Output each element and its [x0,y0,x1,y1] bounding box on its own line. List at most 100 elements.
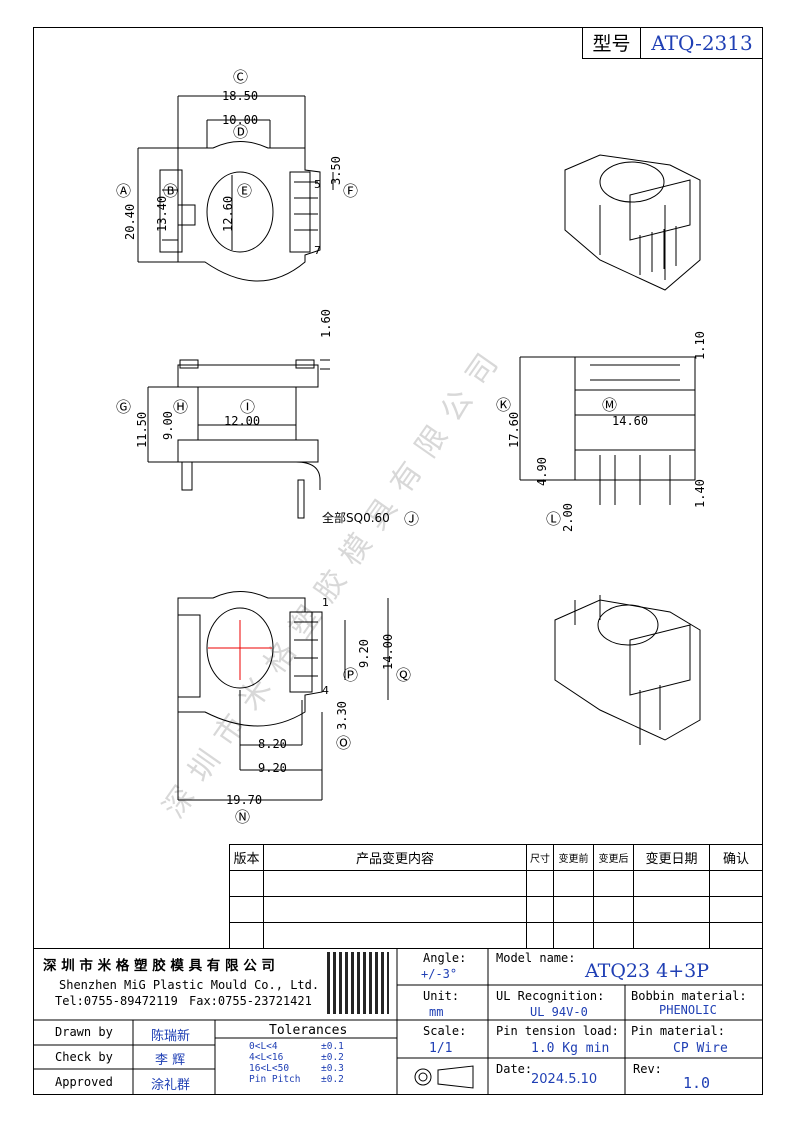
company-name-cn: 深 圳 市 米 格 塑 胶 模 具 有 限 公 司 [43,958,275,974]
dim-12-00: 12.00 [224,414,260,428]
rev-col-content: 产品变更内容 [263,844,527,871]
company-tel: Tel:0755-89472119 [55,994,178,1008]
revision-row [229,870,763,897]
ref-label-n: Ⓝ [235,808,250,826]
company-fax: Fax:0755-23721421 [189,994,312,1008]
revision-row [229,922,763,949]
rev-value: 1.0 [683,1074,711,1092]
dim-17-60: 17.60 [507,412,521,448]
drawn-by-value: 陈瑞新 [151,1029,191,1044]
front-view [147,359,330,519]
dim-1-60: 1.60 [319,309,333,338]
ul-recognition-label: UL Recognition: [496,989,605,1003]
ref-label-m: Ⓜ [602,396,617,414]
model-label: 型号 [583,27,641,58]
dim-14-60: 14.60 [612,414,648,428]
company-name-en: Shenzhen MiG Plastic Mould Co., Ltd. [59,978,320,992]
tolerance-ranges: 0<L<4 4<L<16 16<L<50 Pin Pitch [249,1041,301,1085]
isometric-view-top [564,154,701,291]
dim-9-20-horizontal: 9.20 [258,761,287,775]
approved-value: 涂礼群 [151,1078,191,1093]
dim-8-20: 8.20 [258,737,287,751]
revision-header-row: 版本 产品变更内容 尺寸 变更前 变更后 变更日期 确认 [229,844,763,871]
side-view [519,356,696,505]
title-block-grid [33,948,763,1095]
model-name-label: Model name: [496,951,576,965]
ref-label-p: Ⓟ [343,666,358,684]
dim-9-20-vertical: 9.20 [357,639,371,668]
rev-col-version: 版本 [229,844,264,871]
dim-19-70: 19.70 [226,793,262,807]
ref-label-b: Ⓑ [163,182,178,200]
ref-label-i: Ⓘ [240,398,255,416]
bobbin-material-value: PHENOLIC [659,1003,717,1017]
dim-9-00: 9.00 [161,411,175,440]
tolerances-title: Tolerances [269,1023,348,1038]
unit-value: mm [429,1005,444,1019]
ref-label-l: Ⓛ [546,510,561,528]
model-name-value: ATQ23 4+3P [585,960,710,982]
revision-table: 版本 产品变更内容 尺寸 变更前 变更后 变更日期 确认 [229,844,763,949]
bottom-view [177,591,389,801]
ref-label-q: Ⓠ [396,666,411,684]
rev-label: Rev: [633,1062,662,1076]
check-by-label: Check by [55,1050,113,1064]
ref-label-g: Ⓖ [116,398,131,416]
dim-4-90: 4.90 [535,457,549,486]
scale-value: 1/1 [429,1041,453,1056]
unit-label: Unit: [423,989,460,1003]
ref-label-o: Ⓞ [336,734,351,752]
dim-14-00: 14.00 [381,634,395,670]
drawn-by-label: Drawn by [55,1025,113,1039]
dim-12-60: 12.60 [221,196,235,232]
bobbin-material-label: Bobbin material: [631,989,747,1003]
title-block: 深 圳 市 米 格 塑 胶 模 具 有 限 公 司 Shenzhen MiG P… [33,948,763,1095]
pin-number-7: 7 [314,244,321,257]
ref-label-k: Ⓚ [496,396,511,414]
dim-11-50: 11.50 [135,412,149,448]
dim-20-40: 20.40 [123,204,137,240]
angle-label: Angle: [423,951,467,965]
isometric-view-bottom [554,595,701,745]
qr-code [327,952,389,1014]
rev-col-date: 变更日期 [633,844,710,871]
rev-col-size: 尺寸 [526,844,554,871]
model-number-box: 型号 ATQ-2313 [582,27,763,59]
angle-value: +/-3° [421,967,458,981]
dim-18-50: 18.50 [222,89,258,103]
ref-label-c: Ⓒ [233,68,248,86]
pin-size-note: 全部SQ0.60 [322,510,390,525]
ref-label-d: Ⓓ [233,123,248,141]
date-value: 2024.5.10 [531,1072,598,1087]
check-by-value: 李 辉 [155,1053,186,1068]
dim-1-40: 1.40 [693,479,707,508]
approved-label: Approved [55,1075,113,1089]
dim-1-10: 1.10 [693,331,707,360]
revision-row [229,896,763,923]
pin-tension-value: 1.0 Kg min [531,1041,610,1056]
pin-number-4: 4 [322,684,329,697]
date-label: Date: [496,1062,533,1076]
scale-label: Scale: [423,1024,467,1038]
pin-material-label: Pin material: [631,1024,725,1038]
pin-number-5: 5 [314,178,321,191]
dim-3-30: 3.30 [335,701,349,730]
pin-number-1: 1 [322,596,329,609]
pin-tension-label: Pin tension load: [496,1024,619,1038]
ref-label-j: Ⓙ [404,510,419,528]
dim-2-00: 2.00 [561,503,575,532]
dim-10-00: 10.00 [222,113,258,127]
ul-recognition-value: UL 94V-0 [530,1005,588,1019]
top-view [137,95,334,282]
model-value: ATQ-2313 [651,30,753,55]
dim-13-40: 13.40 [155,196,169,232]
pin-material-value: CP Wire [673,1041,728,1056]
rev-col-before: 变更前 [553,844,594,871]
rev-col-confirm: 确认 [709,844,763,871]
rev-col-after: 变更后 [593,844,634,871]
tolerance-values: ±0.1 ±0.2 ±0.3 ±0.2 [321,1041,344,1085]
dim-3-50: 3.50 [329,156,343,185]
ref-label-e: Ⓔ [237,182,252,200]
ref-label-a: Ⓐ [116,182,131,200]
